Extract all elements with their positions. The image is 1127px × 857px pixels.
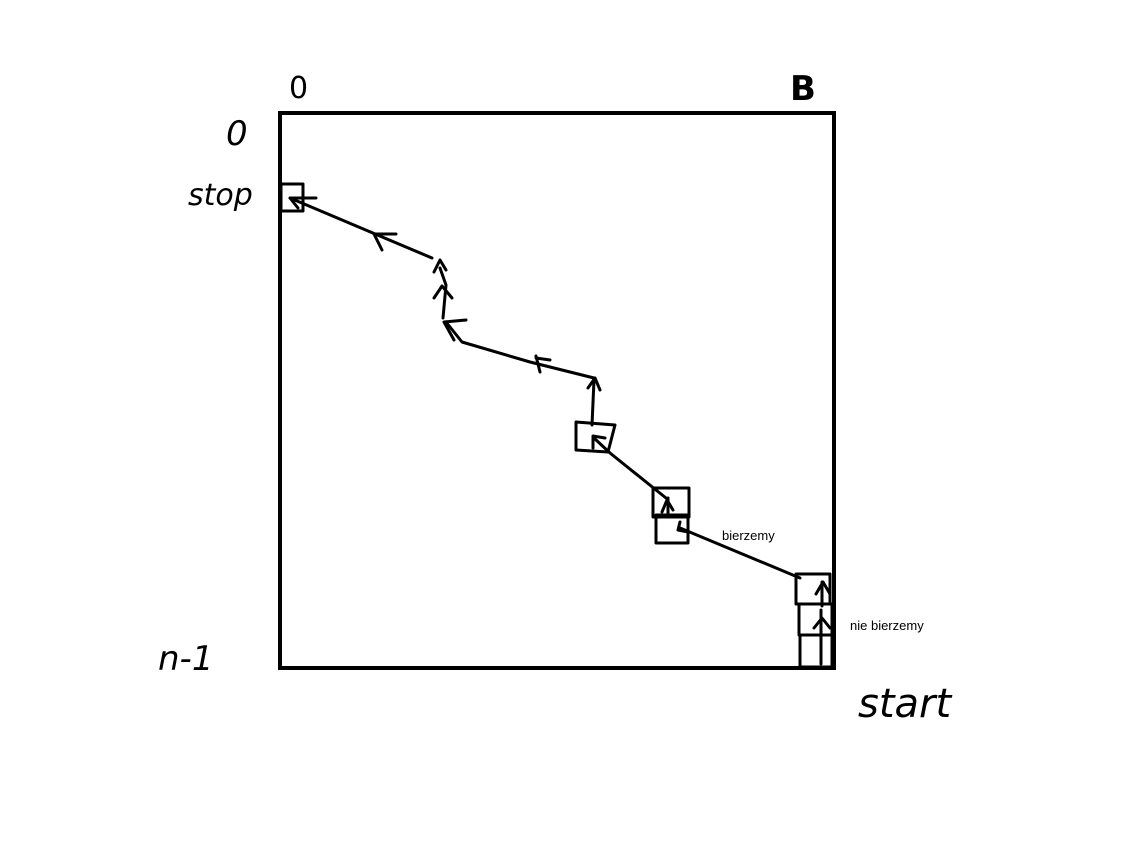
board-frame bbox=[278, 111, 836, 670]
arrowhead bbox=[288, 196, 318, 210]
path-line bbox=[444, 320, 596, 380]
annotation-take: bierzemy bbox=[722, 528, 775, 543]
arrowhead bbox=[676, 520, 690, 534]
path-line bbox=[678, 526, 802, 580]
arrowhead bbox=[814, 580, 832, 596]
arrowhead bbox=[372, 232, 398, 252]
label-y-zero: 0 bbox=[226, 114, 248, 154]
path-line bbox=[288, 196, 434, 260]
arrowhead bbox=[432, 258, 448, 274]
arrowhead bbox=[432, 284, 454, 300]
cell-mid-upper bbox=[651, 486, 691, 519]
path-line bbox=[590, 378, 596, 427]
arrowhead bbox=[442, 318, 468, 342]
cell-start-top bbox=[794, 572, 832, 606]
label-x-b: B bbox=[790, 69, 816, 109]
arrowhead bbox=[812, 616, 832, 630]
path-line bbox=[592, 436, 668, 500]
label-x-zero: 0 bbox=[289, 71, 308, 106]
arrowhead bbox=[591, 434, 607, 450]
arrowhead bbox=[534, 354, 552, 374]
arrowhead bbox=[660, 498, 675, 514]
arrowhead bbox=[586, 376, 602, 392]
path-line bbox=[438, 266, 448, 320]
label-n-minus-1: n-1 bbox=[158, 639, 213, 679]
label-stop: stop bbox=[188, 178, 253, 213]
cell-start-bottom bbox=[798, 633, 834, 669]
cell-mid-lower bbox=[654, 513, 690, 545]
cell-start-middle bbox=[797, 602, 834, 637]
label-start: start bbox=[858, 681, 952, 727]
annotation-not-take: nie bierzemy bbox=[850, 618, 924, 633]
